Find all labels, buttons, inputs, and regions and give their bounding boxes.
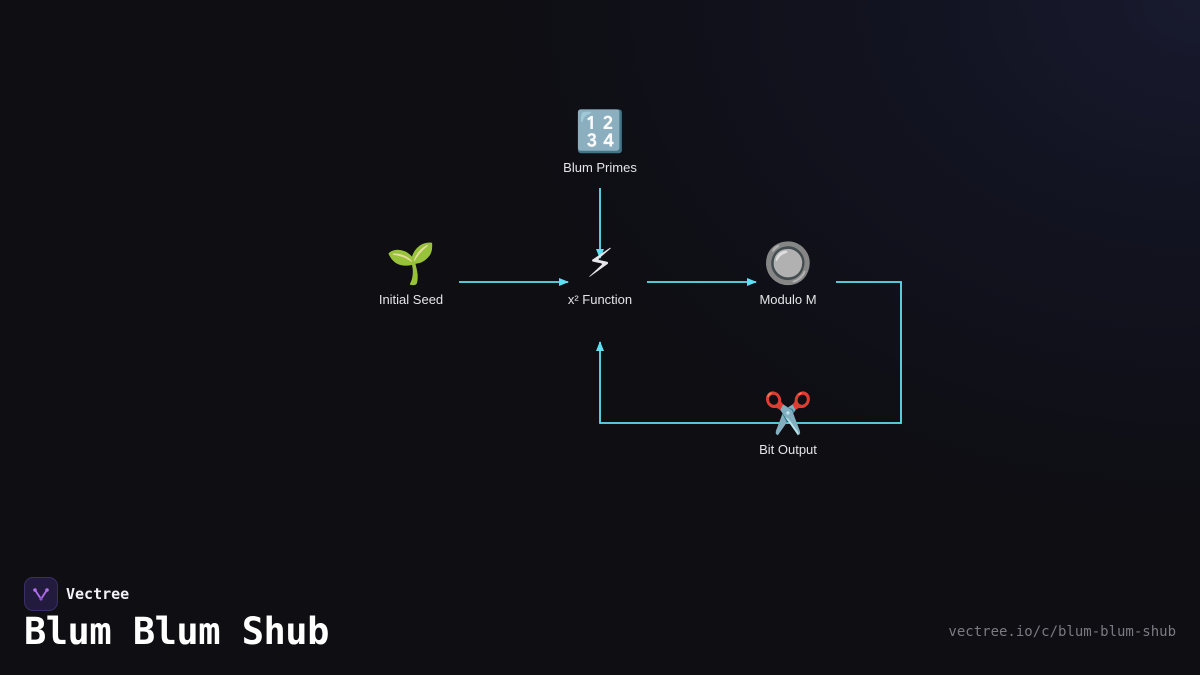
edge-modulo-feedback-loop [596, 281, 902, 424]
node-label: Bit Output [759, 442, 817, 457]
scissors-icon: ✂️ [763, 391, 813, 437]
node-blum-primes: 🔢 Blum Primes [520, 108, 680, 175]
node-label: Blum Primes [563, 160, 637, 175]
node-label: Modulo M [759, 292, 817, 307]
input-numbers-icon: 🔢 [575, 109, 625, 155]
source-url: vectree.io/c/blum-blum-shub [948, 624, 1176, 640]
node-modulo-m: 🔘 Modulo M [708, 240, 868, 307]
brand: Vectree [24, 577, 129, 611]
page-title: Blum Blum Shub [24, 610, 329, 653]
node-bit-output: ✂️ Bit Output [708, 390, 868, 457]
node-initial-seed: 🌱 Initial Seed [331, 240, 491, 307]
node-label: x² Function [567, 292, 633, 307]
seedling-icon: 🌱 [386, 241, 436, 287]
radio-button-icon: 🔘 [763, 241, 813, 287]
node-x2-function: ⚡ x² Function [520, 240, 680, 307]
brand-name: Vectree [66, 585, 130, 603]
node-label: Initial Seed [378, 292, 444, 307]
vectree-logo-icon [24, 577, 58, 611]
lightning-icon: ⚡ [585, 241, 615, 287]
